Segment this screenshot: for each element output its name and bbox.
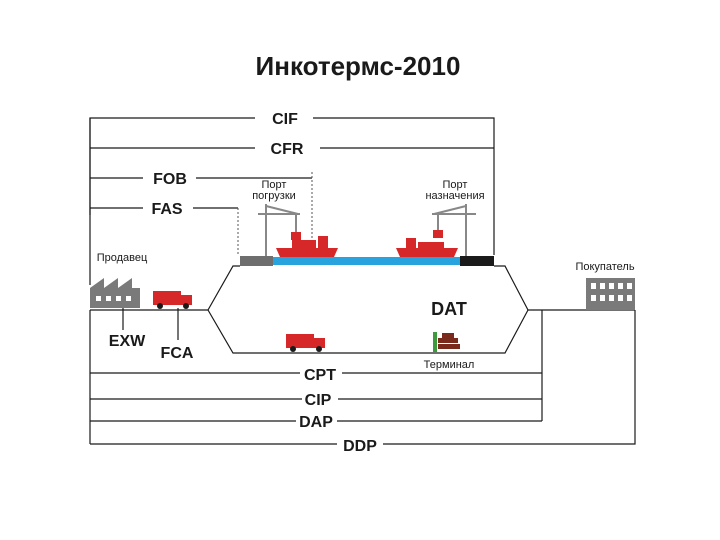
truck-icon [286,334,325,352]
term-dap: DAP [90,414,542,431]
term-fca-label: FCA [161,345,194,362]
port-dest-label-1: Порт [443,179,468,191]
crane-icon [258,204,300,256]
office-building-icon [586,278,635,310]
term-exw-label: EXW [109,333,146,350]
port-loading-label-1: Порт [262,179,287,191]
ship-icon [396,238,458,257]
term-fas-label: FAS [151,201,182,218]
truck-icon [153,291,192,309]
crane-cargo-icon [291,232,301,240]
route-outline [90,265,635,354]
destination-dock [460,256,494,266]
sea [273,257,460,265]
term-fob-label: FOB [153,171,187,188]
term-cfr: CFR [90,141,494,158]
port-loading-label-2: погрузки [252,190,296,202]
port-dest-label-2: назначения [425,190,484,202]
terminal-label: Терминал [424,359,475,371]
term-fca: FCA [161,308,194,362]
term-ddp: DDP [90,310,636,455]
page-title: Инкотермс-2010 [256,51,461,81]
term-cip-label: CIP [305,392,332,409]
crane-icon [432,204,476,256]
ship-icon [276,236,338,257]
terminal-icon [433,332,460,352]
term-exw: EXW [109,308,146,350]
term-cif-label: CIF [272,111,298,128]
term-dat-label: DAT [431,299,467,319]
factory-icon [90,278,140,308]
term-ddp-label: DDP [343,438,377,455]
buyer-label: Покупатель [575,261,634,273]
loading-dock [240,256,273,266]
term-cip: CIP [90,392,542,409]
seller-label: Продавец [97,252,148,264]
crane-cargo-icon [433,230,443,238]
term-cpt: CPT [90,367,542,384]
term-cpt-label: CPT [304,367,336,384]
term-fas: FAS [90,201,239,255]
term-dap-label: DAP [299,414,333,431]
term-cfr-label: CFR [271,141,304,158]
